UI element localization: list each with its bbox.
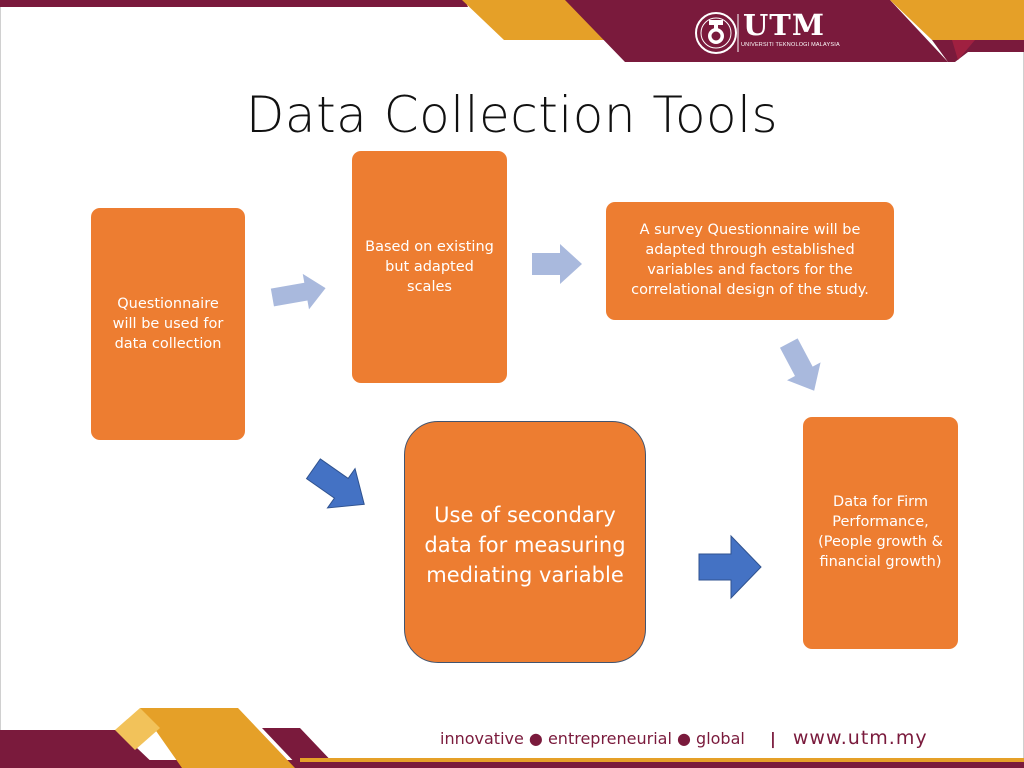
bottom-gold-band <box>140 708 295 768</box>
top-right-gold-band <box>890 0 1024 40</box>
footer: innovative ● entrepreneurial ● global | … <box>440 727 928 749</box>
logo-subtitle: UNIVERSITI TEKNOLOGI MALAYSIA <box>741 42 840 48</box>
bottom-gold-line <box>300 758 1024 762</box>
arrow-survey-to-firm <box>779 338 821 391</box>
bottom-gold-band-light <box>115 708 160 750</box>
box-line: mediating variable <box>426 563 624 587</box>
box-line: will be used for <box>112 316 224 332</box>
box-line: data collection <box>114 336 222 352</box>
arrow-scales-to-survey <box>532 244 582 284</box>
footer-url: www.utm.my <box>792 727 928 749</box>
top-right-maroon-band <box>932 40 1024 62</box>
box-line: scales <box>407 279 452 295</box>
box-line: Use of secondary <box>434 503 616 527</box>
top-right-maroon-tip <box>952 40 975 60</box>
arrow-secondary-to-firm <box>698 534 762 600</box>
box-line: A survey Questionnaire will be <box>639 222 861 238</box>
arrow-questionnaire-to-secondary <box>305 458 365 509</box>
box-line: Data for Firm <box>833 494 928 510</box>
top-maroon-line <box>0 0 468 7</box>
box-line: but adapted <box>385 259 474 275</box>
box-line: Questionnaire <box>117 296 219 312</box>
box-line: adapted through established <box>645 242 855 258</box>
box-questionnaire: Questionnaire will be used for data coll… <box>91 208 245 440</box>
slide-title: Data Collection Tools <box>245 86 779 144</box>
logo-text: UTM <box>743 8 825 42</box>
box-line: correlational design of the study. <box>631 282 869 298</box>
utm-logo <box>695 12 739 54</box>
box-firm-performance: Data for Firm Performance, (People growt… <box>803 417 958 649</box>
arrow-questionnaire-to-scales <box>270 273 326 310</box>
box-line: (People growth & <box>818 534 943 550</box>
footer-separator: | <box>769 729 776 748</box>
box-line: data for measuring <box>424 533 626 557</box>
box-survey-questionnaire: A survey Questionnaire will be adapted t… <box>606 202 894 320</box>
box-secondary-data: Use of secondary data for measuring medi… <box>404 421 646 663</box>
box-line: Performance, <box>832 514 929 530</box>
footer-tagline: innovative ● entrepreneurial ● global <box>440 729 745 748</box>
box-line: variables and factors for the <box>647 262 853 278</box>
box-line: Based on existing <box>365 239 494 255</box>
top-maroon-band <box>565 0 948 62</box>
box-line: financial growth) <box>819 554 942 570</box>
bottom-maroon-wedge <box>0 730 158 768</box>
box-adapted-scales: Based on existing but adapted scales <box>352 151 507 383</box>
